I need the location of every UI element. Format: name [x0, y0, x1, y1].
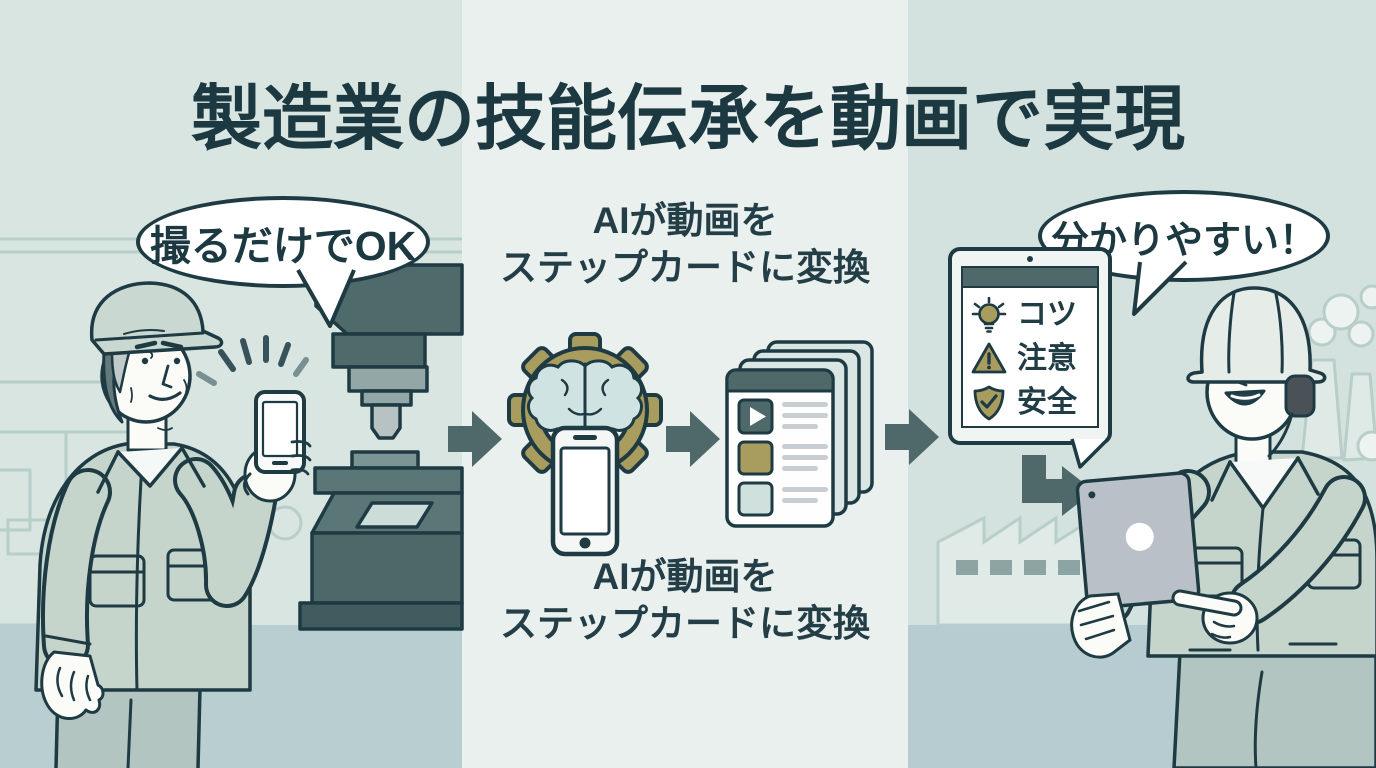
warning-triangle-icon [971, 342, 1007, 374]
ai-phone-icon [550, 425, 620, 557]
veteran-worker [34, 281, 278, 768]
camera-dot-icon [1027, 256, 1033, 262]
panel-item-caution: 注意 [971, 337, 1093, 381]
panel-tail [1070, 437, 1110, 469]
flow-arrows [448, 409, 939, 467]
shield-check-icon [973, 385, 1005, 421]
caption-bottom-line2: ステップカードに変換 [500, 603, 870, 644]
speech-bubble-left: 撮るだけでOK [136, 196, 430, 328]
panel-item-label: 安全 [1017, 386, 1077, 419]
press-machine [298, 263, 464, 631]
holding-hand [1070, 592, 1132, 659]
step-cards-icon [725, 340, 874, 528]
speech-bubble-tail [1132, 260, 1188, 316]
panel-item-safety: 安全 [971, 381, 1093, 425]
caption-top: AIが動画を ステップカードに変換 [455, 197, 915, 291]
panel-header-bar [963, 268, 1097, 288]
factory-silhouette [936, 515, 1096, 627]
step-card-panel: コツ 注意 安全 [948, 247, 1112, 469]
panel-item-label: コツ [1017, 298, 1077, 331]
arrow-right-icon [448, 411, 502, 467]
arrow-right-icon [885, 409, 939, 465]
brain-icon [527, 359, 643, 437]
smartphone-icon [243, 390, 312, 503]
caption-bottom: AIが動画を ステップカードに変換 [455, 553, 915, 647]
caption-bottom-line1: AIが動画を [592, 556, 778, 597]
arrow-down-right-icon [1022, 455, 1094, 516]
caption-top-line1: AIが動画を [592, 200, 778, 241]
speech-bubble-tail [296, 269, 356, 328]
caption-top-line2: ステップカードに変換 [500, 247, 870, 288]
speech-bubble-left-text: 撮るだけでOK [149, 223, 417, 269]
arrow-right-icon [666, 411, 720, 467]
panel-item-label: 注意 [1017, 342, 1077, 375]
pointing-hand [1171, 589, 1259, 645]
recording-sparkles [196, 335, 309, 386]
speech-bubble-right: 分かりやすい！ [1038, 190, 1330, 316]
page-title: 製造業の技能伝承を動画で実現 [190, 80, 1185, 159]
panel-screen: コツ 注意 安全 [961, 266, 1099, 428]
panel-item-tips: コツ [971, 293, 1093, 337]
lightbulb-icon [971, 297, 1007, 333]
tablet-icon [1075, 471, 1201, 610]
helmet-icon [1186, 286, 1327, 458]
smoke-icon [1307, 284, 1376, 462]
